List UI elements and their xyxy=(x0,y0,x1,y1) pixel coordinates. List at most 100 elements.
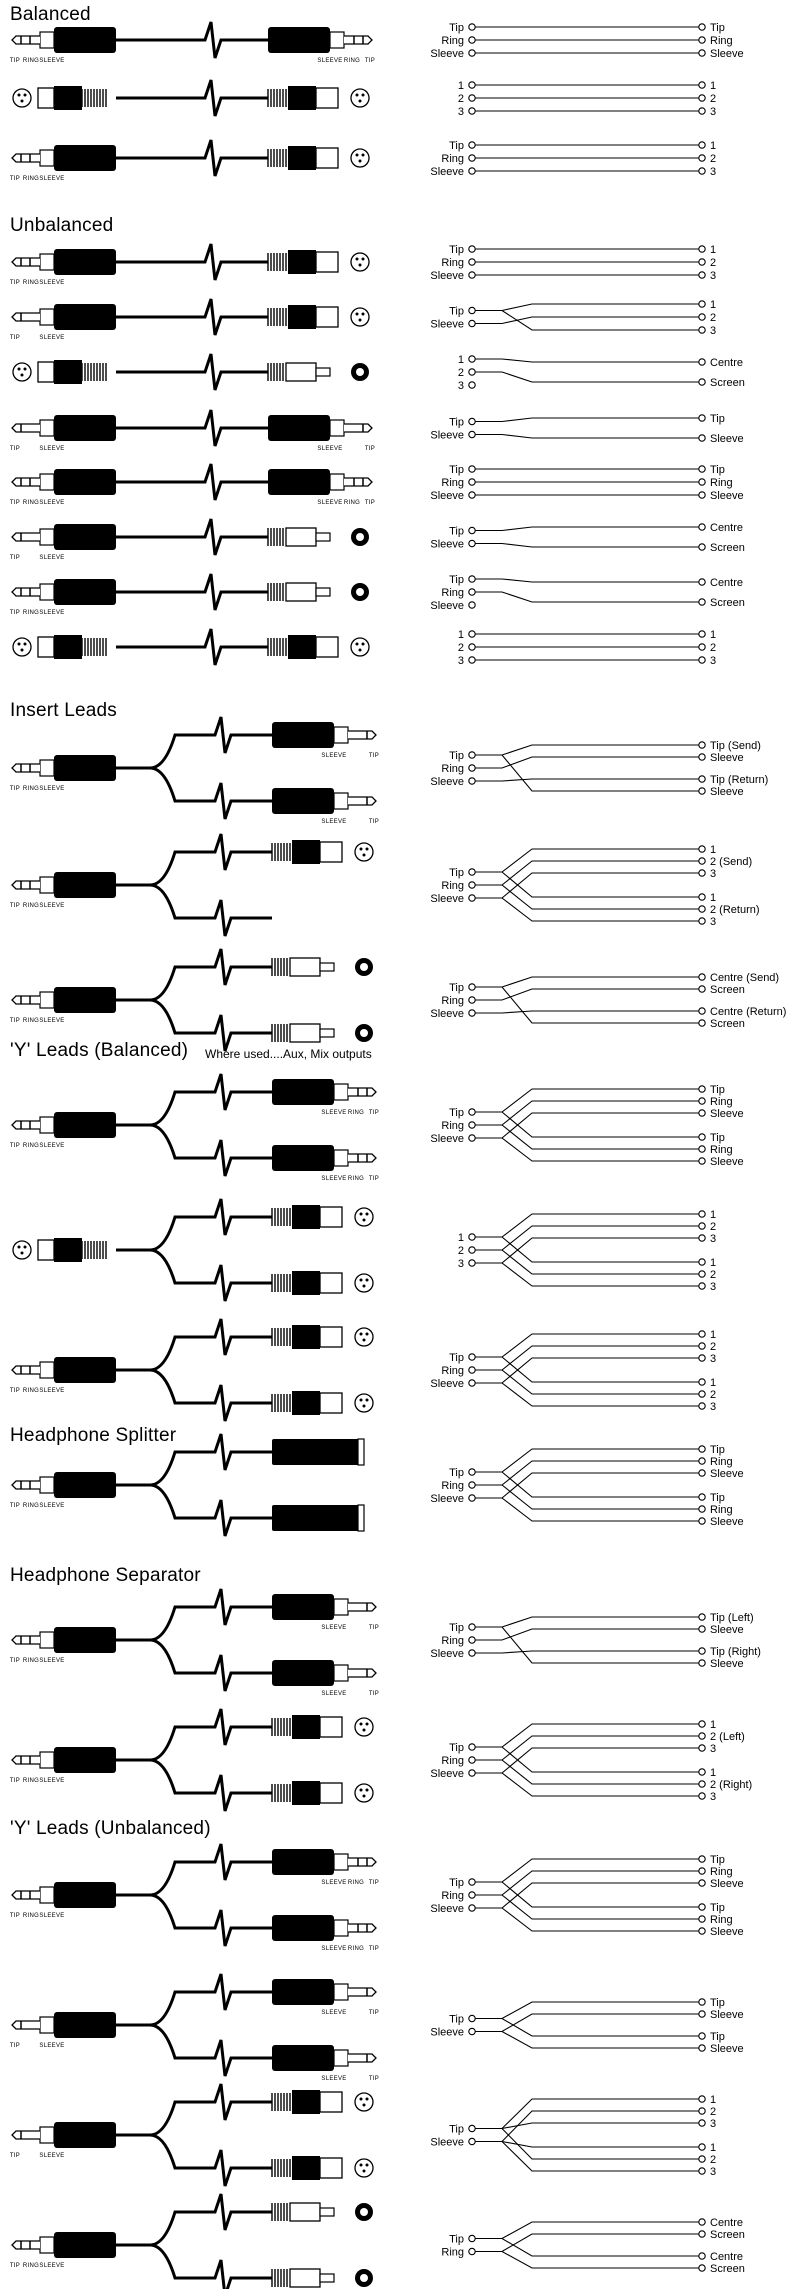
left-pin-label: 1 xyxy=(458,1232,464,1244)
xlr-body xyxy=(292,2156,320,2180)
right-pin-label: Centre xyxy=(710,2217,743,2229)
plug-body xyxy=(268,469,330,495)
right-pin-label: 3 xyxy=(710,1281,716,1293)
right-pin-label: 2 (Return) xyxy=(710,904,760,916)
rca-body xyxy=(289,957,321,977)
xlr-pin xyxy=(23,367,27,371)
plug-collar xyxy=(333,1853,349,1871)
sleeve-label: SLEEVE xyxy=(39,1503,64,1509)
tip-label: TIP xyxy=(369,1110,379,1116)
plug-shaft xyxy=(11,2240,40,2250)
xlr-shell xyxy=(315,87,339,109)
plug-shaft xyxy=(11,880,40,890)
sleeve-label: SLEEVE xyxy=(39,446,64,452)
cable-branch xyxy=(149,1248,272,1302)
xlr-shell xyxy=(319,1392,343,1414)
plug-collar xyxy=(39,1631,55,1649)
right-pin-label: Sleeve xyxy=(710,1926,744,1938)
left-pin-label: 1 xyxy=(458,80,464,92)
wire xyxy=(475,1772,699,1797)
sleeve-label: SLEEVE xyxy=(317,500,342,506)
xlr-face xyxy=(12,1240,32,1260)
xlr-pin xyxy=(355,257,359,261)
xlr-body xyxy=(288,635,316,659)
plug-shaft xyxy=(11,257,40,267)
left-pin-label: Ring xyxy=(441,880,464,892)
xlr-shell xyxy=(319,1782,343,1804)
left-pin-label: 3 xyxy=(458,655,464,667)
ring-label: RING xyxy=(23,2263,39,2269)
xlr-shell xyxy=(319,2091,343,2113)
xlr-pin xyxy=(17,642,21,646)
rca-face-inner xyxy=(360,2274,368,2282)
section-title-headphone-separator: Headphone Separator xyxy=(10,1565,201,1586)
plug-shaft xyxy=(348,1087,377,1097)
right-pin-terminal xyxy=(698,1085,706,1093)
right-pin-terminal xyxy=(698,2010,706,2018)
rca-face-inner xyxy=(356,588,364,596)
tip-label: TIP xyxy=(365,500,375,506)
cable-branch xyxy=(149,1638,272,1692)
plug-collar xyxy=(39,1751,55,1769)
right-pin-label: 1 xyxy=(710,629,716,641)
plug-shaft xyxy=(344,423,373,433)
sleeve-label: SLEEVE xyxy=(39,786,64,792)
wire xyxy=(475,1759,699,1785)
left-pin-terminal xyxy=(468,601,476,609)
left-pin-label: Ring xyxy=(441,477,464,489)
plug-shaft xyxy=(11,1365,40,1375)
right-pin-label: Ring xyxy=(710,477,733,489)
right-pin-terminal xyxy=(698,857,706,865)
left-pin-terminal xyxy=(468,1366,476,1374)
rca-face-inner xyxy=(356,368,364,376)
left-pin-label: Ring xyxy=(441,1365,464,1377)
xlr-pin xyxy=(365,1788,369,1792)
right-pin-label: 3 xyxy=(710,1401,716,1413)
right-pin-label: 1 xyxy=(710,140,716,152)
cable-branch xyxy=(149,998,272,1052)
right-pin-label: Ring xyxy=(710,1866,733,1878)
plug-shaft xyxy=(348,1602,377,1612)
cable-branch xyxy=(149,1893,272,1947)
left-pin-terminal xyxy=(468,23,476,31)
left-pin-label: 2 xyxy=(458,642,464,654)
right-pin-terminal xyxy=(698,1792,706,1800)
wire xyxy=(475,1382,699,1407)
plug-body xyxy=(272,722,334,748)
xlr-body xyxy=(288,250,316,274)
rca-body xyxy=(289,2268,321,2288)
plug-shaft xyxy=(11,587,40,597)
left-pin-terminal xyxy=(468,154,476,162)
left-pin-label: Sleeve xyxy=(430,1133,464,1145)
xlr-pin xyxy=(365,1398,369,1402)
xlr-body xyxy=(288,146,316,170)
right-pin-terminal xyxy=(698,2167,706,2175)
sleeve-label: SLEEVE xyxy=(39,280,64,286)
right-pin-terminal xyxy=(698,2218,706,2226)
tip-label: TIP xyxy=(369,1176,379,1182)
right-pin-label: Tip (Return) xyxy=(710,774,768,786)
plug-collar xyxy=(333,792,349,810)
right-pin-label: Ring xyxy=(710,1504,733,1516)
xlr-pin xyxy=(362,1338,366,1342)
right-pin-label: Screen xyxy=(710,2263,745,2275)
xlr-face xyxy=(354,842,374,862)
right-pin-label: 2 (Right) xyxy=(710,1779,752,1791)
tip-label: TIP xyxy=(10,555,20,561)
right-pin-terminal xyxy=(698,2032,706,2040)
cable-branch xyxy=(149,2133,272,2187)
xlr-face xyxy=(350,637,370,657)
right-pin-terminal xyxy=(698,753,706,761)
right-pin-terminal xyxy=(698,1732,706,1740)
wire xyxy=(475,988,699,1001)
right-pin-terminal xyxy=(698,36,706,44)
xlr-face xyxy=(12,362,32,382)
sleeve-label: SLEEVE xyxy=(321,753,346,759)
plug-body xyxy=(54,755,116,781)
plug-shaft xyxy=(348,2053,377,2063)
wire xyxy=(475,1650,699,1654)
wire xyxy=(475,976,699,988)
xlr-face xyxy=(354,1783,374,1803)
